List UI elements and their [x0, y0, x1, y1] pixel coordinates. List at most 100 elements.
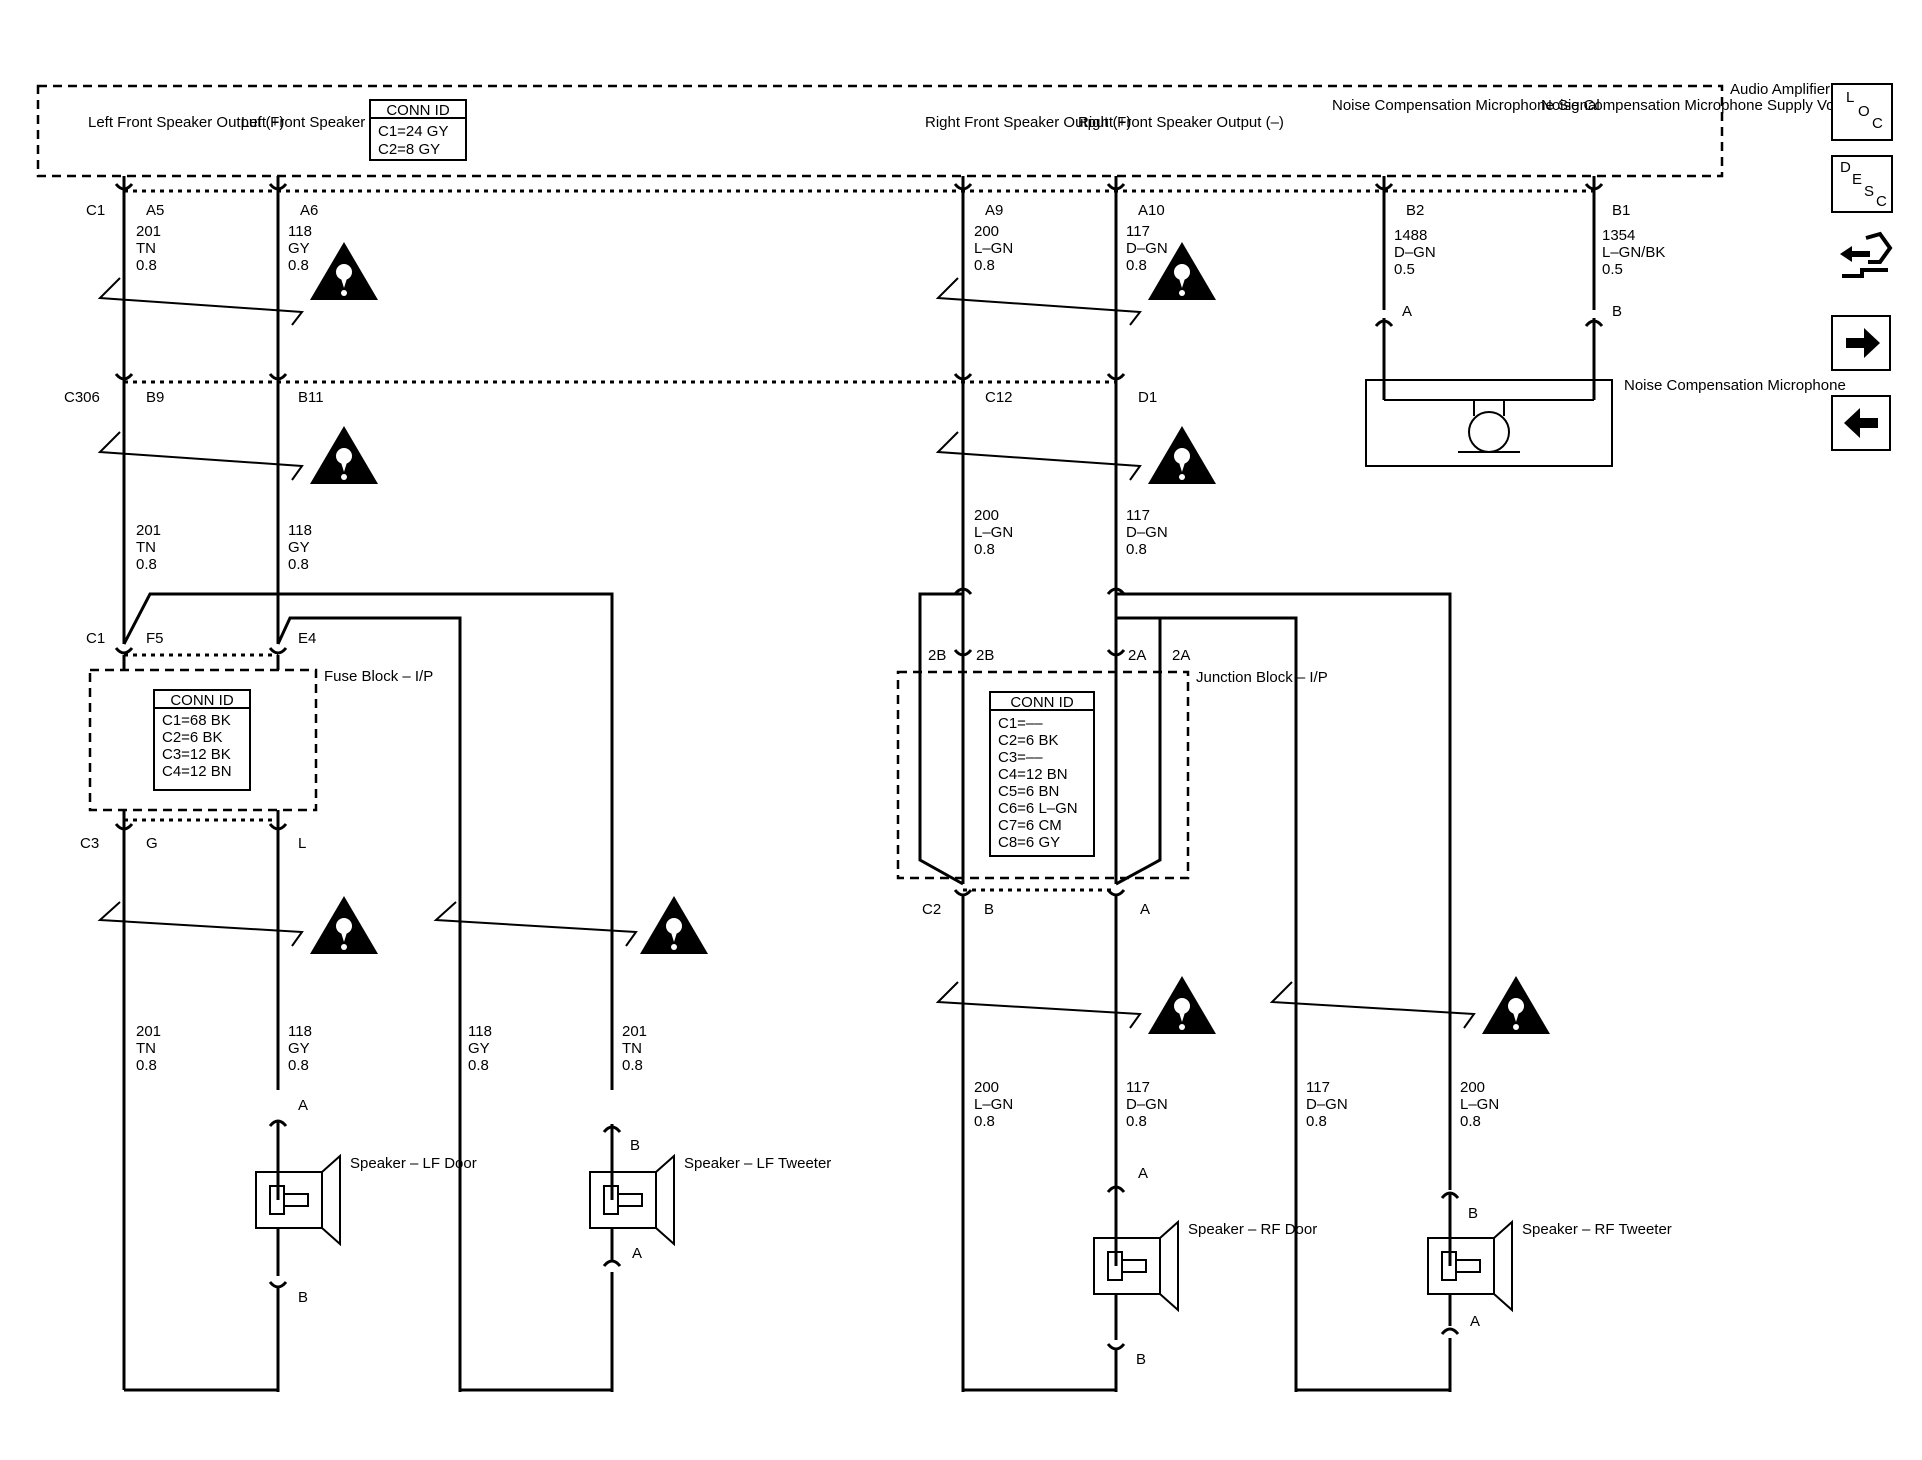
right-tweeter-routing	[918, 592, 1452, 1392]
next-arrow-icon[interactable]	[1831, 315, 1891, 371]
svg-text:C2=6 BK: C2=6 BK	[998, 732, 1058, 749]
junction-block-conn-id: CONN ID C1=–– C2=6 BK C3=–– C4=12 BN C5=…	[989, 691, 1095, 857]
svg-text:Speaker – LF Door: Speaker – LF Door	[350, 1155, 477, 1172]
svg-text:C: C	[1872, 115, 1883, 132]
fuse-out-connector: C3	[80, 835, 99, 852]
svg-text:C4=12 BN: C4=12 BN	[162, 763, 232, 780]
svg-text:GY: GY	[288, 539, 310, 556]
svg-text:118: 118	[288, 223, 312, 240]
svg-text:C1=––: C1=––	[998, 715, 1043, 732]
svg-text:B: B	[1612, 303, 1622, 320]
svg-text:L–GN: L–GN	[974, 524, 1013, 541]
connector-view-icon[interactable]	[1840, 231, 1893, 278]
svg-text:0.8: 0.8	[136, 1057, 157, 1074]
svg-text:TN: TN	[622, 1040, 642, 1057]
amp-pin-a6: A6	[300, 202, 318, 219]
amplifier-conn-id: CONN ID C1=24 GY C2=8 GY	[369, 99, 467, 161]
svg-text:C1=24 GY: C1=24 GY	[378, 123, 448, 140]
svg-text:0.8: 0.8	[1460, 1113, 1481, 1130]
svg-text:117: 117	[1126, 1079, 1150, 1096]
svg-text:200: 200	[974, 1079, 999, 1096]
amp-connector-label: C1	[86, 202, 105, 219]
svg-text:0.5: 0.5	[1602, 261, 1623, 278]
wire-label-1354: 1354 L–GN/BK 0.5	[1602, 227, 1665, 278]
svg-text:S: S	[1864, 183, 1874, 200]
output-label-lf-plus: Left Front Speaker Output (+)	[88, 114, 284, 131]
fuse-block-label: Fuse Block – I/P	[324, 668, 433, 685]
svg-text:CONN ID: CONN ID	[386, 102, 450, 119]
fuse-block-outline	[88, 668, 318, 812]
svg-text:C3=––: C3=––	[998, 749, 1043, 766]
svg-text:C2=6 BK: C2=6 BK	[162, 729, 222, 746]
svg-text:118: 118	[288, 1023, 312, 1040]
svg-text:D–GN: D–GN	[1126, 524, 1168, 541]
svg-text:TN: TN	[136, 240, 156, 257]
loc-icon[interactable]: L O C	[1831, 83, 1893, 141]
svg-text:Speaker – LF Tweeter: Speaker – LF Tweeter	[684, 1155, 831, 1172]
svg-text:D: D	[1840, 159, 1851, 176]
c306-pin-c12: C12	[985, 389, 1013, 406]
junction-block-label: Junction Block – I/P	[1196, 669, 1328, 686]
svg-text:GY: GY	[288, 240, 310, 257]
fuse-out-pin-g: G	[146, 835, 158, 852]
svg-text:L–GN: L–GN	[974, 1096, 1013, 1113]
svg-text:C3=12 BK: C3=12 BK	[162, 746, 231, 763]
speaker-lf-tweeter: B A Speaker – LF Tweeter	[589, 1124, 831, 1392]
svg-text:C1=68 BK: C1=68 BK	[162, 712, 231, 729]
audio-amplifier-label: Audio Amplifier	[1730, 81, 1830, 98]
warning-icons	[310, 242, 1550, 1034]
svg-text:L–GN: L–GN	[974, 240, 1013, 257]
svg-text:0.8: 0.8	[288, 257, 309, 274]
svg-text:A: A	[1138, 1165, 1148, 1182]
svg-text:A: A	[1402, 303, 1412, 320]
svg-text:C6=6 L–GN: C6=6 L–GN	[998, 800, 1078, 817]
svg-text:Noise Compensation Microphone: Noise Compensation Microphone	[1624, 377, 1846, 394]
speaker-rf-door: A B Speaker – RF Door	[1093, 1165, 1317, 1392]
svg-text:0.8: 0.8	[468, 1057, 489, 1074]
svg-text:0.8: 0.8	[1306, 1113, 1327, 1130]
wire-label-1488: 1488 D–GN 0.5	[1394, 227, 1436, 278]
svg-text:D–GN: D–GN	[1126, 240, 1168, 257]
svg-text:0.8: 0.8	[288, 556, 309, 573]
svg-text:1354: 1354	[1602, 227, 1635, 244]
c306-pin-b9: B9	[146, 389, 164, 406]
svg-text:C8=6 GY: C8=6 GY	[998, 834, 1060, 851]
junction-block-outline	[896, 670, 1190, 880]
svg-text:201: 201	[622, 1023, 647, 1040]
svg-text:200: 200	[974, 223, 999, 240]
c306-terminals	[114, 373, 1126, 392]
output-label-mic-signal: Noise Compensation Microphone Signal	[1332, 97, 1600, 114]
amp-pin-b1: B1	[1612, 202, 1630, 219]
svg-text:B: B	[1136, 1351, 1146, 1368]
amp-pin-a9: A9	[985, 202, 1003, 219]
svg-text:0.8: 0.8	[136, 257, 157, 274]
noise-compensation-microphone: A B Noise Compensation Microphone	[1365, 196, 1846, 467]
svg-text:0.8: 0.8	[1126, 541, 1147, 558]
previous-arrow-icon[interactable]	[1831, 395, 1891, 451]
twisted-pair-marks-upper	[97, 277, 1142, 481]
audio-amplifier-outline	[36, 84, 1724, 178]
svg-text:201: 201	[136, 1023, 161, 1040]
left-tweeter-routing	[122, 592, 614, 1392]
svg-text:TN: TN	[136, 1040, 156, 1057]
amp-pin-b2: B2	[1406, 202, 1424, 219]
svg-text:L–GN/BK: L–GN/BK	[1602, 244, 1665, 261]
amp-pin-a5: A5	[146, 202, 164, 219]
svg-text:L: L	[1846, 89, 1854, 106]
svg-text:TN: TN	[136, 539, 156, 556]
twisted-pair-marks-lower-left	[97, 901, 638, 947]
wire-label-200-top: 200 L–GN 0.8	[974, 223, 1013, 274]
svg-text:B: B	[630, 1137, 640, 1154]
svg-text:0.8: 0.8	[288, 1057, 309, 1074]
amp-pin-a10: A10	[1138, 202, 1165, 219]
svg-text:118: 118	[288, 522, 312, 539]
output-label-rf-plus: Right Front Speaker Output (+)	[925, 114, 1131, 131]
desc-icon[interactable]: D E S C	[1831, 155, 1893, 213]
svg-text:0.8: 0.8	[1126, 1113, 1147, 1130]
svg-text:A: A	[1470, 1313, 1480, 1330]
fuse-in-connector: C1	[86, 630, 105, 647]
